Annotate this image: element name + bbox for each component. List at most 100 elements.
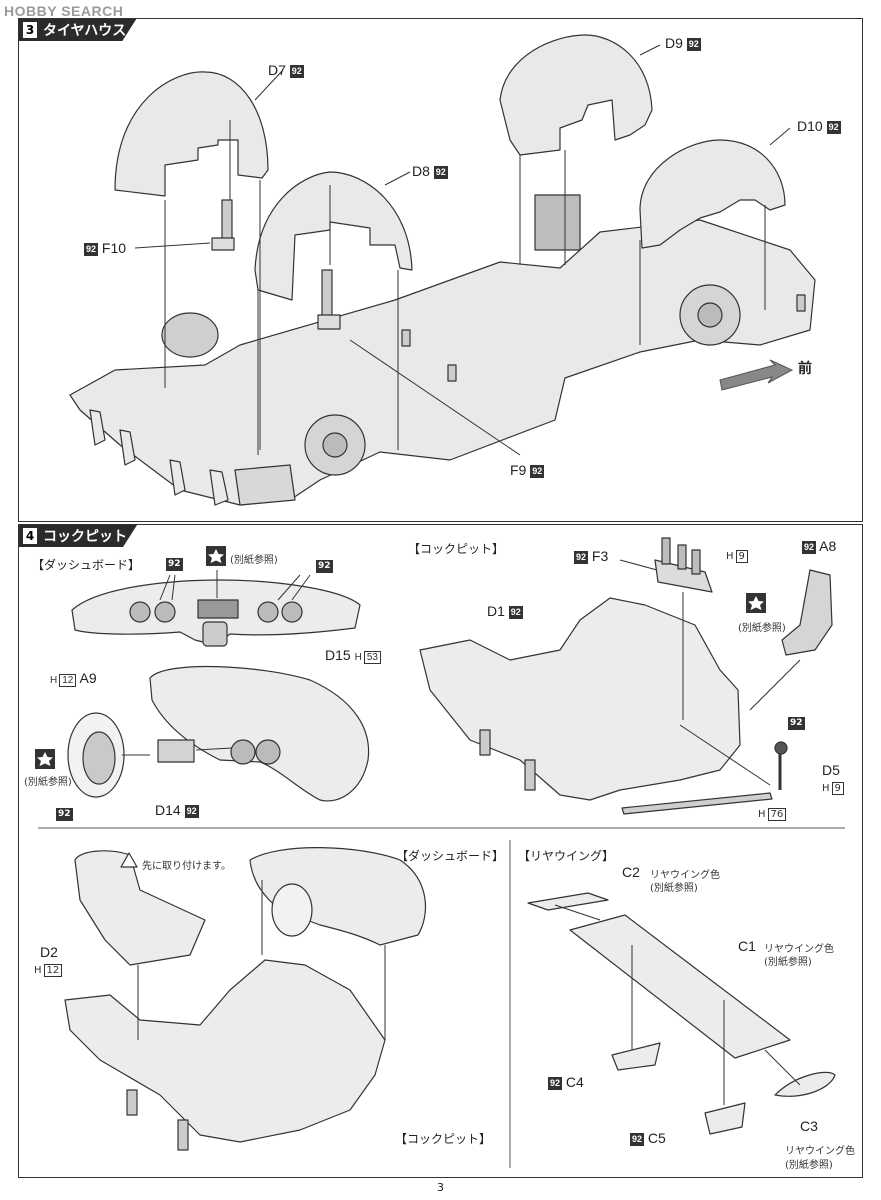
dashboard-subtitle: 【ダッシュボード】 [32,558,141,572]
see-sheet-note-dashboard: (別紙参照) [230,555,278,566]
c3-see-sheet: (別紙参照) [785,1160,833,1171]
step3-header: 3 タイヤハウス [19,19,136,41]
d10-part: D10 [797,118,823,134]
f3-part: F3 [591,548,609,564]
label-f9: F9 92 [510,462,545,478]
c5-stay [704,1102,746,1135]
front-direction-label: 前 [798,360,812,376]
c2-endplate [527,892,609,911]
step4-number: 4 [23,528,37,544]
c5-part: C5 [647,1130,666,1146]
h-letter: H [822,783,830,794]
paint-badge: 92 [289,64,304,78]
see-sheet-note-a8: (別紙参照) [738,623,786,634]
label-d14: D14 92 [155,802,199,818]
label-d10: D10 92 [797,118,841,134]
d7-part: D7 [268,62,286,78]
a9-paint: 92 [56,804,73,823]
dashboard-paint-right: 92 [316,556,333,575]
h-letter: H [758,809,766,820]
paint-badge: 92 [316,560,333,573]
label-f3: 92 F3 [574,548,608,564]
c2-see-sheet: (別紙参照) [650,883,698,894]
c2-color: リヤウイング色 [650,870,720,881]
cockpit-subtitle: 【コックピット】 [408,542,505,556]
a8-part: A8 [819,538,837,554]
c1-see-sheet: (別紙参照) [764,957,812,968]
paint-badge: 92 [802,540,817,554]
c4-part: C4 [565,1074,584,1090]
h-code: 76 [767,808,787,821]
label-d7: D7 92 [268,62,304,78]
paint-badge: 92 [630,1132,645,1146]
pre-install-notice: 先に取り付けます。 [142,861,231,872]
see-sheet-note-a9: (別紙参照) [24,777,72,788]
paint-badge: 92 [686,37,701,51]
d5-paint: 92 [788,713,805,732]
step3-title: タイヤハウス [43,23,127,39]
cockpit-subtitle-bottom: 【コックピット】 [395,1132,492,1146]
h-code: 12 [59,674,77,687]
d8-fender [254,171,413,301]
label-c4: 92 C4 [548,1074,584,1090]
paint-badge: 92 [84,242,99,256]
paint-badge: 92 [433,165,448,179]
h-code: 9 [831,782,844,795]
dashboard-paint-left: 92 [166,554,183,573]
h-code: 9 [735,550,748,563]
h-code: 53 [363,651,381,664]
step3-number: 3 [23,22,37,38]
c1-color: リヤウイング色 [764,944,834,955]
label-d1: D1 92 [487,603,523,619]
f10-part: F10 [101,240,127,256]
step4-title: コックピット [43,529,127,545]
c4-stay [611,1042,661,1071]
c3-color: リヤウイング色 [785,1146,855,1157]
d1-cockpit-tub [419,597,741,801]
d2-seat [74,850,206,966]
d9-part: D9 [665,35,683,51]
paint-badge: 92 [574,550,589,564]
paint-badge: 92 [530,464,545,478]
label-c1: C1 [738,938,756,954]
paint-badge: 92 [166,558,183,571]
dashboard-subtitle-bottom: 【ダッシュボード】 [396,849,505,863]
label-d2: D2 [40,944,58,960]
page-number: 3 [437,1181,444,1194]
d14-part: D14 [155,802,181,818]
d1-part: D1 [487,603,505,619]
d10-fender [639,139,786,249]
f9-part: F9 [510,462,527,478]
rear-wing-subtitle: 【リヤウイング】 [518,849,615,863]
a9-part: A9 [79,670,97,686]
step4-header: 4 コックピット [19,525,137,547]
d7-fender [114,71,269,197]
d15-dash-cover [149,665,370,802]
label-c3: C3 [800,1118,818,1134]
c3-endplate [774,1071,836,1097]
c1-main-wing [569,914,791,1059]
h-letter: H [726,551,734,562]
d9-fender [499,34,653,156]
watermark-logo: HOBBY SEARCH [4,3,124,19]
paint-badge: 92 [508,605,523,619]
paint-badge: 92 [548,1076,563,1090]
label-d8: D8 92 [412,163,448,179]
label-a8: 92 A8 [802,538,836,554]
d15-part: D15 [325,647,351,663]
h-letter: H [50,675,58,686]
paint-badge: 92 [788,717,805,730]
paint-badge: 92 [56,808,73,821]
d8-part: D8 [412,163,430,179]
label-c5: 92 C5 [630,1130,666,1146]
h-letter: H [34,965,42,976]
label-f10: 92 F10 [84,240,126,256]
